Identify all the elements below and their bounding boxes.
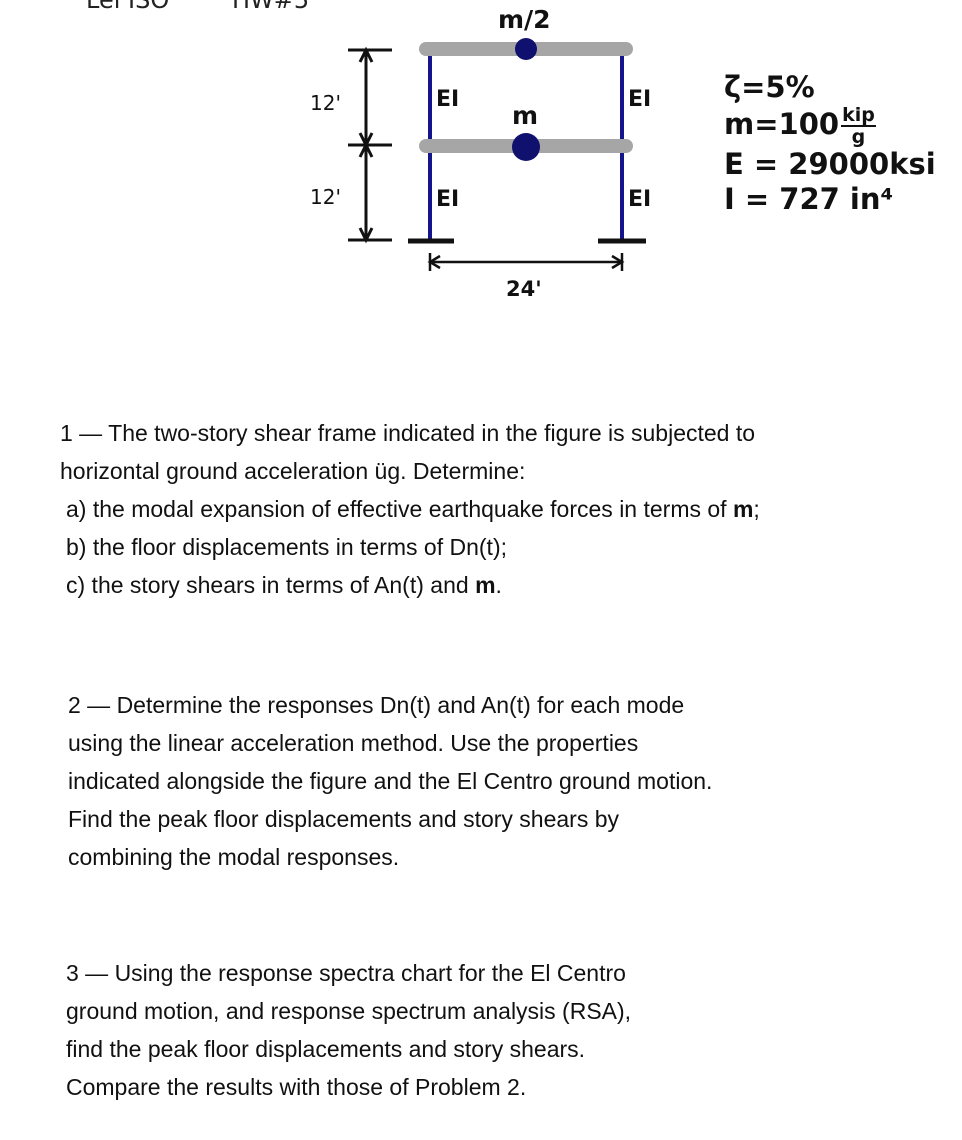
elastic-modulus: E = 29000ksi: [724, 147, 936, 181]
roof-mass: [515, 38, 537, 60]
column-stiffness-label-upper-right: EI: [628, 87, 651, 112]
problem-1-part-c-mass: m: [475, 572, 496, 598]
problem-2-line-1: 2 — Determine the responses Dn(t) and An…: [68, 692, 685, 718]
header-homework-fragment: HW#5: [232, 0, 310, 14]
column-stiffness-label-upper-left: EI: [436, 87, 459, 112]
mass-value-prefix: m=100: [724, 107, 840, 141]
problem-1-part-c: c) the story shears in terms of An(t) an…: [60, 566, 760, 604]
problem-3-line-2: ground motion, and response spectrum ana…: [66, 998, 632, 1024]
problem-1-part-a-mass: m: [732, 496, 754, 522]
span-dimension: [427, 253, 625, 271]
header-course-fragment: Lel ISO: [86, 0, 170, 14]
damping-ratio: ζ=5%: [724, 70, 815, 104]
problem-1-line-2: horizontal ground acceleration üg. Deter…: [60, 458, 526, 484]
column-stiffness-label-lower-right: EI: [628, 187, 651, 212]
floor-mass: [512, 133, 540, 161]
mass-unit-numerator: kip: [841, 104, 876, 127]
problem-2: 2 — Determine the responses Dn(t) and An…: [68, 686, 712, 876]
shear-frame-figure: 12' 12' m/2 m EI EI EI EI 24': [310, 5, 651, 301]
problem-1-line-1: 1 — The two-story shear frame indicated …: [60, 420, 756, 446]
column-stiffness-label-lower-left: EI: [436, 187, 459, 212]
problem-1-part-b: b) the floor displacements in terms of D…: [66, 534, 507, 560]
problem-3-line-1: 3 — Using the response spectra chart for…: [66, 960, 626, 986]
lower-story-height-label: 12': [310, 185, 341, 209]
problem-3: 3 — Using the response spectra chart for…: [66, 954, 631, 1106]
story-height-dimension: [348, 46, 392, 244]
span-length-label: 24': [506, 277, 542, 301]
upper-story-height-label: 12': [310, 91, 341, 115]
columns: [428, 50, 624, 240]
problem-1-part-a-end: ;: [753, 496, 760, 522]
problem-1-part-a: a) the modal expansion of effective eart…: [60, 490, 760, 528]
problem-1-part-c-text: c) the story shears in terms of An(t) an…: [66, 572, 476, 598]
mass-unit-denominator: g: [851, 126, 866, 148]
problem-2-line-5: combining the modal responses.: [68, 844, 400, 870]
problem-2-line-4: Find the peak floor displacements and st…: [68, 806, 620, 832]
moment-of-inertia: I = 727 in⁴: [724, 182, 894, 216]
problem-2-line-3: indicated alongside the figure and the E…: [68, 768, 713, 794]
problem-1-part-c-end: .: [495, 572, 502, 598]
roof-mass-label: m/2: [498, 5, 551, 34]
problem-1-part-a-text: a) the modal expansion of effective eart…: [66, 496, 733, 522]
problem-2-line-2: using the linear acceleration method. Us…: [68, 730, 639, 756]
floor-mass-label: m: [512, 101, 538, 130]
problem-3-line-3: find the peak floor displacements and st…: [66, 1036, 586, 1062]
problem-1: 1 — The two-story shear frame indicated …: [60, 414, 760, 604]
problem-3-line-4: Compare the results with those of Proble…: [66, 1074, 527, 1100]
